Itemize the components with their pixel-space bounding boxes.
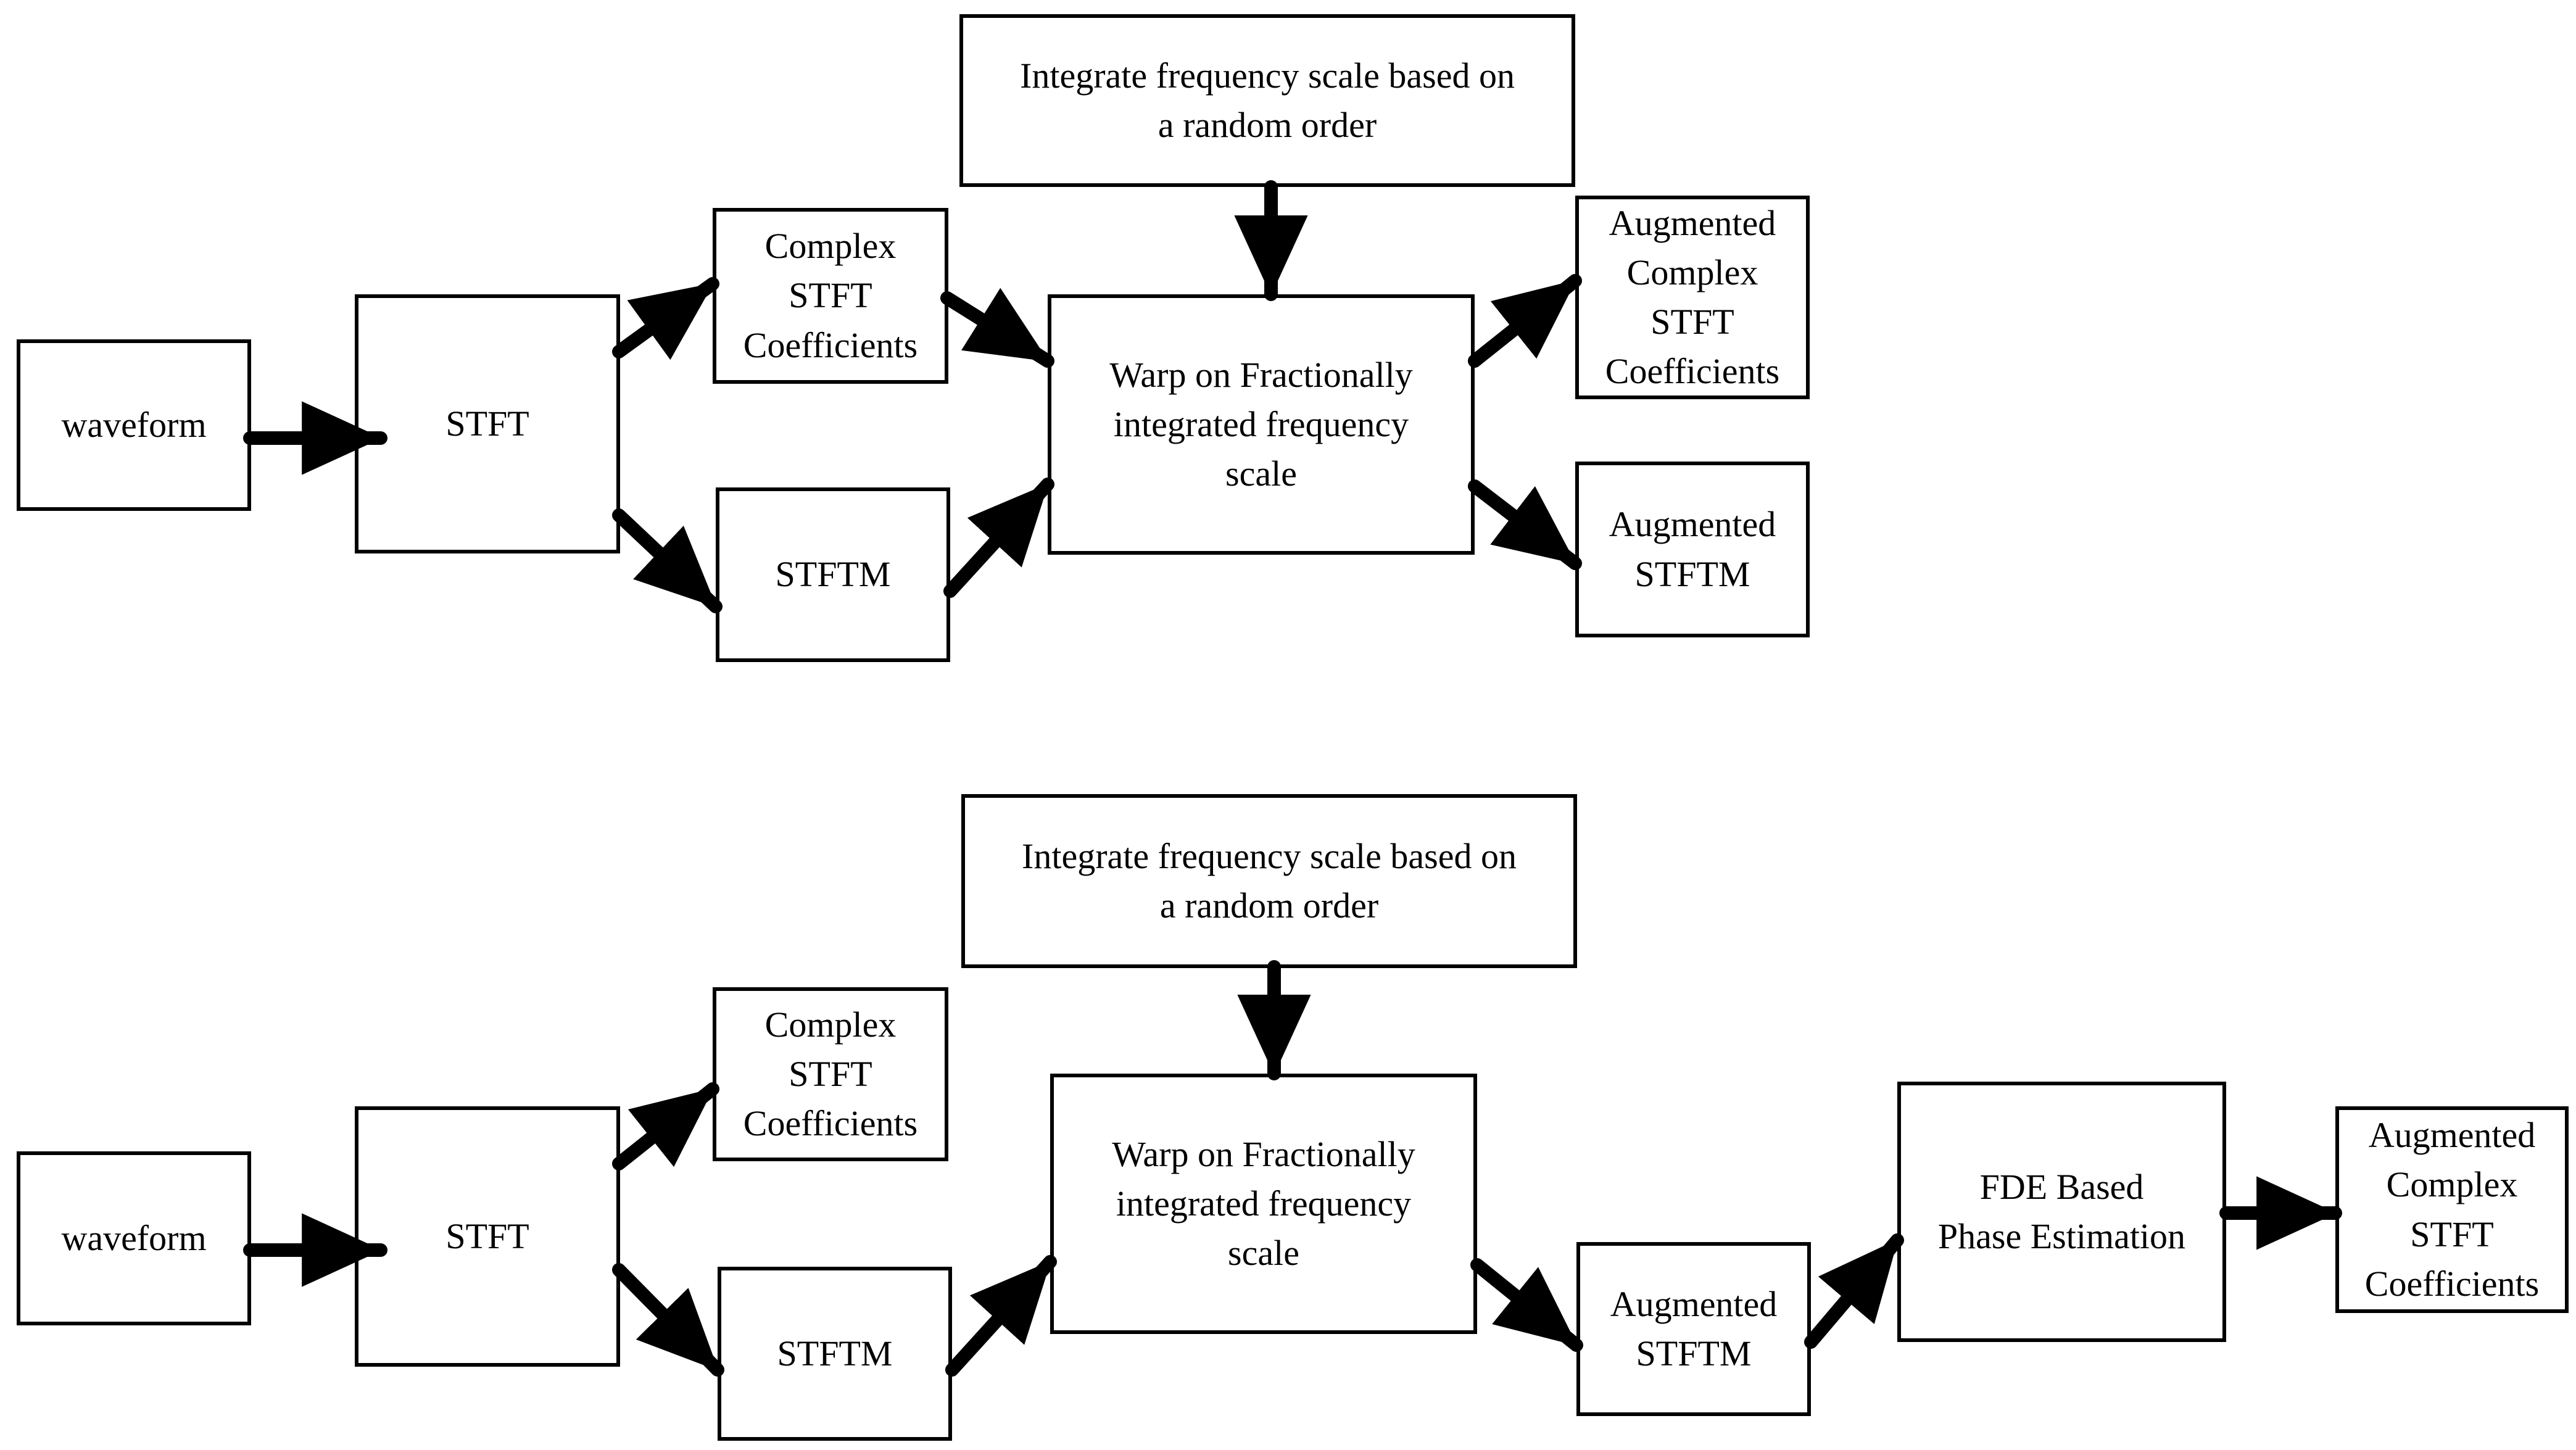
arrow-bottom-aug-stftm-to-fde	[1804, 1233, 1904, 1349]
bottom-stftm-box: STFTM	[718, 1267, 952, 1441]
arrow-top-stftm-to-warp	[943, 478, 1054, 598]
top-stft-box: STFT	[355, 294, 620, 553]
bottom-warp-box: Warp on Fractionally integrated frequenc…	[1050, 1074, 1477, 1334]
top-complex-stft-box: Complex STFT Coefficients	[713, 208, 948, 384]
arrow-bottom-stft-to-complex	[612, 1082, 719, 1170]
arrow-top-complex-to-warp	[940, 288, 1054, 368]
top-warp-box: Warp on Fractionally integrated frequenc…	[1048, 294, 1475, 555]
bottom-augmented-stftm-box: Augmented STFTM	[1576, 1242, 1811, 1416]
bottom-augmented-complex-stft-box: Augmented Complex STFT Coefficients	[2335, 1106, 2569, 1313]
arrow-top-warp-to-aug-stftm	[1468, 479, 1582, 570]
top-stftm-box: STFTM	[716, 487, 950, 662]
arrow-bottom-stft-to-stftm	[612, 1263, 724, 1377]
top-integrate-scale-box: Integrate frequency scale based on a ran…	[959, 14, 1575, 187]
arrow-bottom-stftm-to-warp	[945, 1255, 1057, 1377]
top-augmented-complex-stft-box: Augmented Complex STFT Coefficients	[1575, 196, 1810, 399]
top-augmented-stftm-box: Augmented STFTM	[1575, 462, 1810, 637]
bottom-complex-stft-box: Complex STFT Coefficients	[713, 987, 948, 1161]
bottom-waveform-box: waveform	[17, 1151, 251, 1325]
top-waveform-box: waveform	[17, 339, 251, 511]
bottom-integrate-scale-box: Integrate frequency scale based on a ran…	[961, 794, 1577, 968]
arrow-top-stft-to-complex	[612, 277, 719, 360]
bottom-fde-phase-estimation-box: FDE Based Phase Estimation	[1897, 1082, 2226, 1342]
arrow-top-stft-to-stftm	[612, 508, 723, 613]
bottom-stft-box: STFT	[355, 1106, 620, 1367]
arrow-bottom-warp-to-aug-stftm	[1470, 1258, 1583, 1352]
arrow-top-warp-to-aug-complex	[1468, 274, 1582, 368]
